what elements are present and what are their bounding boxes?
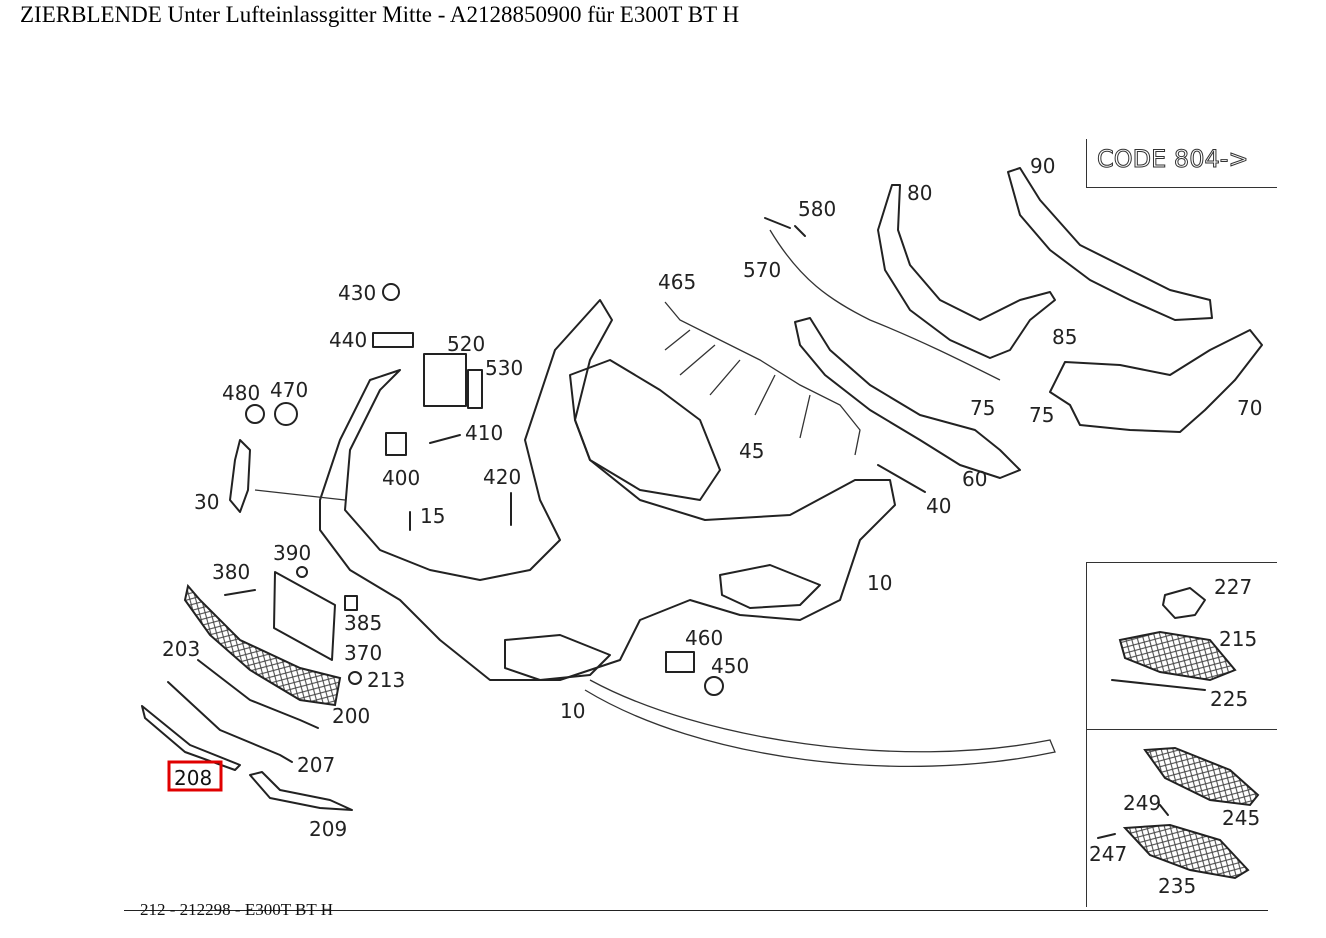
label-213[interactable]: 213 [367,668,405,692]
nut-460[interactable] [665,651,695,673]
label-15[interactable]: 15 [420,504,445,528]
crossmember-60[interactable] [794,317,1021,479]
label-440[interactable]: 440 [329,328,367,352]
cover-227[interactable] [1162,587,1206,619]
label-410[interactable]: 410 [465,421,503,445]
washer-line [254,489,346,501]
label-203[interactable]: 203 [162,637,200,661]
grille-215[interactable] [1118,630,1237,682]
pointer-arrow [584,679,1056,768]
label-370[interactable]: 370 [344,641,382,665]
label-45[interactable]: 45 [739,439,764,463]
label-480[interactable]: 480 [222,381,260,405]
label-249[interactable]: 249 [1123,791,1161,815]
reinforcement-90[interactable] [1007,167,1213,321]
code-804-box: CODE 804-> [1086,139,1277,188]
label-390[interactable]: 390 [273,541,311,565]
highlight-box-208 [167,760,223,792]
trim-209[interactable] [249,771,353,811]
label-570[interactable]: 570 [743,258,781,282]
clip-213[interactable] [348,671,362,685]
clip-430[interactable] [382,283,400,301]
nut-440[interactable] [372,332,414,348]
code-804-label: CODE 804-> [1097,145,1249,174]
strip-225[interactable] [1111,679,1206,691]
grille-200[interactable] [183,583,342,707]
label-400[interactable]: 400 [382,466,420,490]
screw-450[interactable] [704,676,724,696]
label-10b[interactable]: 10 [560,699,585,723]
label-430[interactable]: 430 [338,281,376,305]
clip-247[interactable] [1097,833,1116,839]
cable-570[interactable] [769,229,1001,381]
page-title: ZIERBLENDE Unter Lufteinlassgitter Mitte… [20,2,740,27]
washer-cover-30[interactable] [229,439,251,513]
footer-caption: 212 - 212298 - E300T BT H [140,900,333,919]
trim-203[interactable] [197,659,319,729]
label-225[interactable]: 225 [1210,687,1248,711]
label-227[interactable]: 227 [1214,575,1252,599]
label-245[interactable]: 245 [1222,806,1260,830]
bumper-cover-10[interactable] [319,299,896,681]
grille-opening [569,359,721,501]
label-10a[interactable]: 10 [867,571,892,595]
footer-rule [124,910,1268,911]
label-530[interactable]: 530 [485,356,523,380]
label-450[interactable]: 450 [711,654,749,678]
fog-opening-left [504,634,611,681]
trim-207[interactable] [167,681,293,763]
label-200[interactable]: 200 [332,704,370,728]
label-75a[interactable]: 75 [970,396,995,420]
label-470[interactable]: 470 [270,378,308,402]
label-85[interactable]: 85 [1052,325,1077,349]
label-235[interactable]: 235 [1158,874,1196,898]
bracket-80[interactable] [877,184,1056,359]
inset-panel-upper [1086,562,1277,730]
harness-465[interactable] [664,301,861,456]
label-385[interactable]: 385 [344,611,382,635]
label-70[interactable]: 70 [1237,396,1262,420]
label-207[interactable]: 207 [297,753,335,777]
grille-235[interactable] [1122,823,1250,880]
grommet-480[interactable] [245,404,265,424]
label-580[interactable]: 580 [798,197,836,221]
bracket-70[interactable] [1049,329,1263,433]
screw-380[interactable] [224,589,256,596]
clip-249[interactable] [1159,804,1169,816]
inset-panel-lower [1086,729,1277,907]
label-460[interactable]: 460 [685,626,723,650]
label-465[interactable]: 465 [658,270,696,294]
label-209[interactable]: 209 [309,817,347,841]
label-208[interactable]: 208 [174,766,212,790]
bracket-530[interactable] [467,369,483,409]
clip-385[interactable] [344,595,358,611]
label-90[interactable]: 90 [1030,154,1055,178]
sensor-520[interactable] [423,353,467,407]
sensor-470[interactable] [274,402,298,426]
label-75b[interactable]: 75 [1029,403,1054,427]
sensor-400[interactable] [385,432,407,456]
clip-580[interactable] [764,217,806,237]
plate-holder-370[interactable] [273,571,336,661]
strip-40[interactable] [877,464,926,493]
label-380[interactable]: 380 [212,560,250,584]
label-80[interactable]: 80 [907,181,932,205]
label-40[interactable]: 40 [926,494,951,518]
grille-245[interactable] [1143,746,1260,807]
trim-208[interactable] [141,705,241,771]
label-247[interactable]: 247 [1089,842,1127,866]
screw-410[interactable] [429,434,461,444]
label-60[interactable]: 60 [962,467,987,491]
fog-opening-right [719,564,821,609]
harness-branches [664,329,811,439]
clip-390[interactable] [296,566,308,578]
label-30[interactable]: 30 [194,490,219,514]
label-215[interactable]: 215 [1219,627,1257,651]
label-520[interactable]: 520 [447,332,485,356]
label-420[interactable]: 420 [483,465,521,489]
